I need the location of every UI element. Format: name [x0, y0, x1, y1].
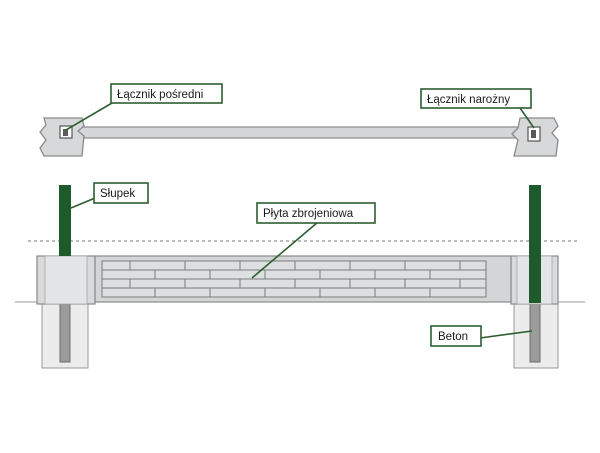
label-corner-connector: Łącznik narożny [420, 88, 532, 109]
left-post-inner [44, 255, 88, 305]
leader-corner-connector [519, 107, 535, 129]
top-rail [74, 126, 523, 139]
label-concrete-text: Beton [438, 331, 468, 343]
label-post: Słupek [93, 182, 149, 204]
elevation-view [15, 185, 585, 369]
right-post-stem [529, 303, 541, 363]
label-reinforced-panel-text: Płyta zbrojeniowa [263, 208, 354, 220]
label-corner-connector-text: Łącznik narożny [427, 94, 510, 106]
leader-panel [251, 221, 319, 279]
top-view [39, 117, 559, 157]
label-concrete: Beton [430, 325, 482, 347]
right-green-post [529, 185, 541, 303]
label-reinforced-panel: Płyta zbrojeniowa [256, 202, 376, 224]
leader-intermediate-connector [65, 102, 113, 131]
corner-connector-post-stub [531, 130, 536, 138]
left-post-stem [59, 303, 71, 363]
reinforced-panel [94, 255, 512, 303]
leader-concrete [479, 330, 533, 339]
label-intermediate-connector-text: Łącznik pośredni [117, 89, 203, 101]
intermediate-connector-post-stub [63, 129, 68, 136]
label-post-text: Słupek [100, 188, 135, 200]
leader-lines [65, 102, 535, 339]
left-green-post [59, 185, 71, 256]
leader-post [70, 197, 96, 209]
label-intermediate-connector: Łącznik pośredni [110, 83, 223, 104]
